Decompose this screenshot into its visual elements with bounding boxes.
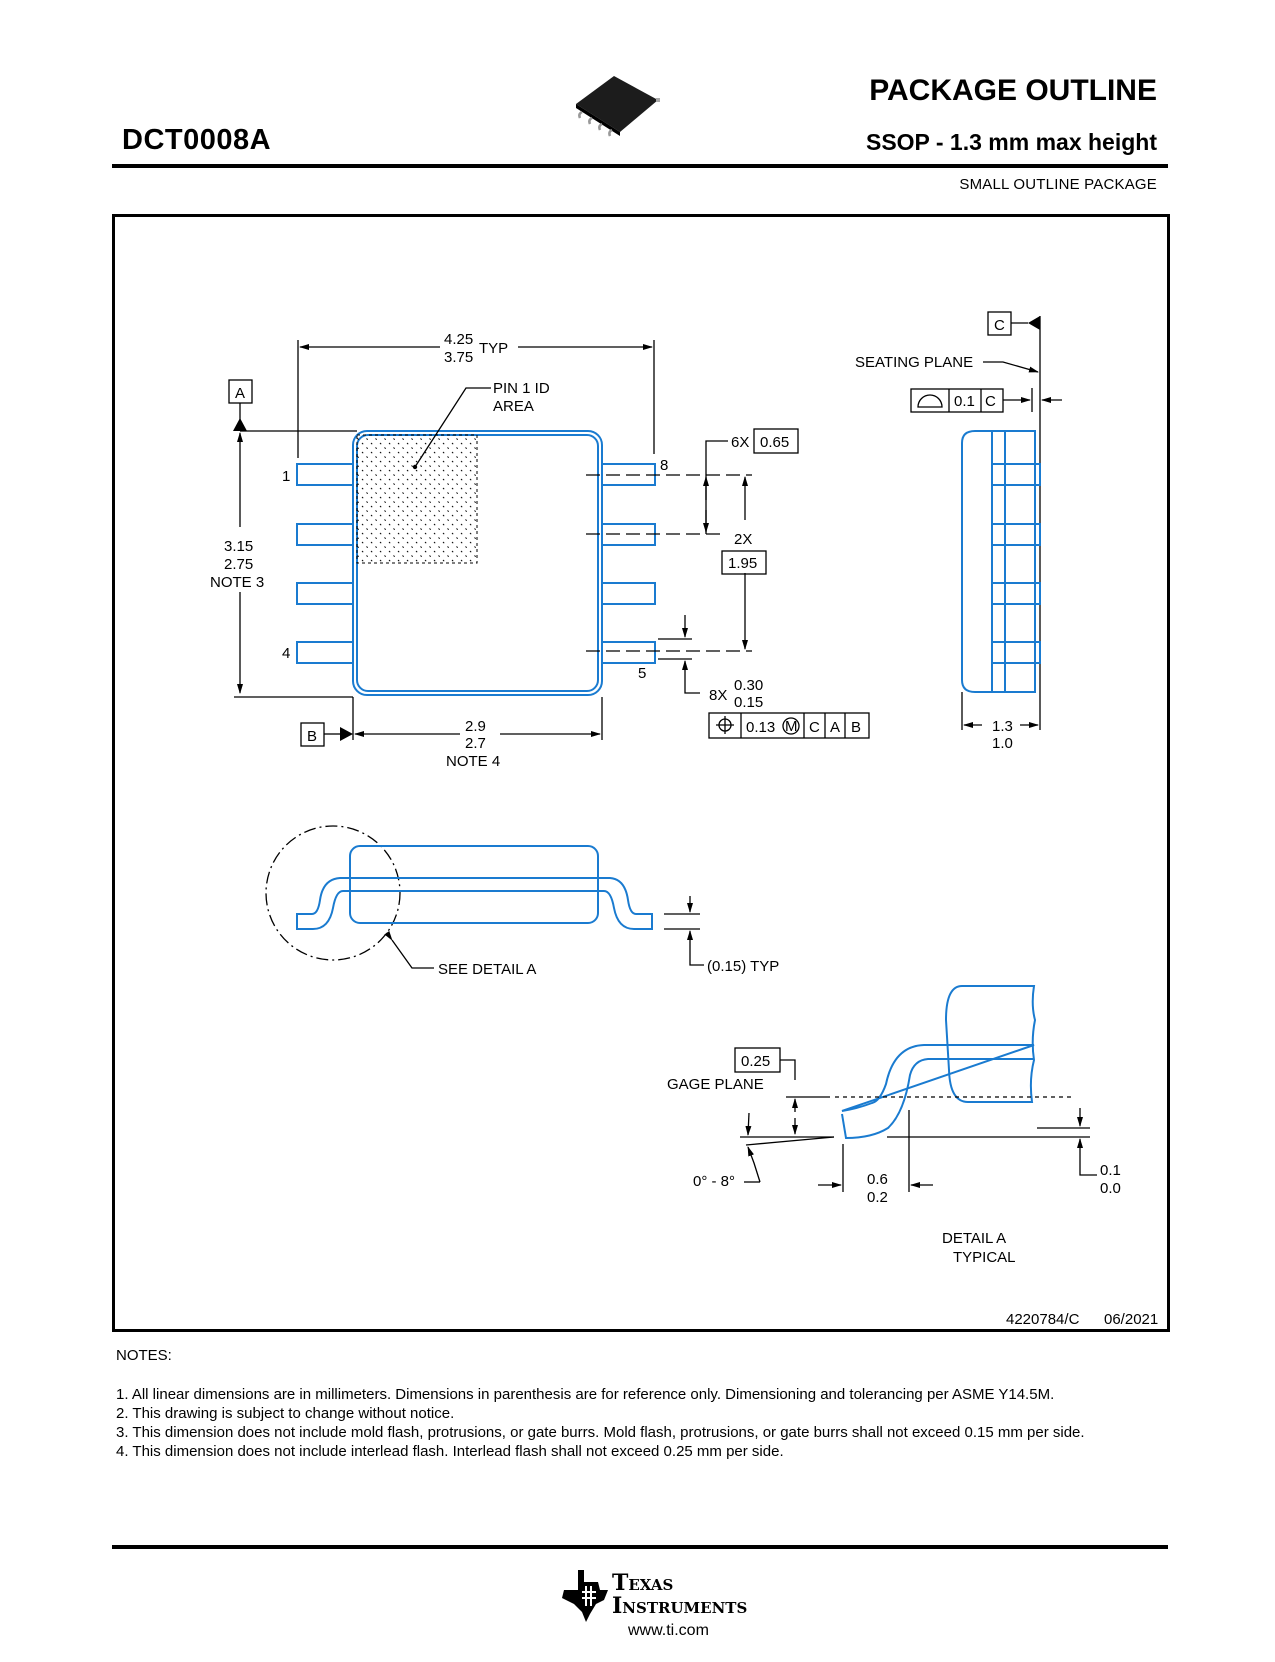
datum-b-label: B [307,728,317,745]
document-subtitle: SSOP - 1.3 mm max height [865,129,1157,155]
body-width-max: 2.9 [465,718,486,735]
lead-width-max: 0.30 [734,677,763,694]
note-item-3: 3. This dimension does not include mold … [116,1424,1085,1441]
position-datum-3: B [851,719,861,736]
datum-a-label: A [235,385,245,402]
side-body-outline [961,430,1036,693]
standoff-min: 0.0 [1100,1180,1121,1197]
overall-width-suffix: TYP [479,340,508,357]
drawing-number: 4220784/C [1006,1311,1080,1328]
body-width-min: 2.7 [465,735,486,752]
height-min: 1.0 [992,735,1013,752]
overall-width-max: 4.25 [444,331,473,348]
body-width-note: NOTE 4 [446,753,500,770]
texas-instruments-logo-icon [562,1570,608,1622]
position-tolerance-frame: 0.13 M C A B [708,712,870,739]
ti-brand-line1: Texas [612,1570,674,1596]
lead-thickness-label: (0.15) TYP [707,958,779,975]
drawing-frame [112,214,1170,1332]
footer-rule [112,1545,1168,1549]
pin1-id-area [356,434,478,564]
gage-plane-label: GAGE PLANE [667,1076,764,1093]
foot-length-min: 0.2 [867,1189,888,1206]
end-body-outline [349,845,599,924]
position-tolerance-modifier: M [785,718,798,735]
lead-profile [296,877,653,930]
mmc-modifier-icon [782,717,800,735]
note-item-1: 1. All linear dimensions are in millimet… [116,1386,1055,1403]
span-value-box [721,550,767,575]
side-view: C SEATING PLANE 0.1 C 1. [855,311,1062,752]
pitch-value: 0.65 [760,434,789,451]
span-value: 1.95 [728,555,757,572]
top-view: 4.25 3.75 TYP PIN 1 ID AREA A 3.15 2.75 … [210,331,870,770]
end-view: SEE DETAIL A (0.15) TYP [265,825,779,978]
height-max: 1.3 [992,718,1013,735]
detail-a-title: DETAIL A [942,1230,1006,1247]
position-datum-1: C [809,719,820,736]
standoff-max: 0.1 [1100,1162,1121,1179]
see-detail-a-label: SEE DETAIL A [438,961,536,978]
seating-plane-label: SEATING PLANE [855,354,973,371]
body-length-note: NOTE 3 [210,574,264,591]
right-leads [601,463,656,664]
position-tolerance-value: 0.13 [746,719,775,736]
datum-c-label: C [994,317,1005,334]
notes-section: NOTES: 1. All linear dimensions are in m… [116,1346,1116,1461]
body-length-min: 2.75 [224,556,253,573]
detail-body [944,985,1037,1103]
position-datum-2: A [830,719,840,736]
notes-heading: NOTES: [116,1347,172,1364]
foot-length-max: 0.6 [867,1171,888,1188]
ti-brand-name: Texas Instruments [612,1572,747,1618]
gage-value: 0.25 [741,1053,770,1070]
detail-a: 0.25 GAGE PLANE 0° - 8° 0.6 0.2 0.1 0.0 … [667,985,1121,1266]
header-rule [112,164,1168,168]
flatness-datum: C [985,393,996,410]
pin-number-1: 1 [282,468,290,485]
ti-brand-line2: Instruments [612,1593,748,1619]
flatness-value: 0.1 [954,393,975,410]
angle-label: 0° - 8° [693,1173,735,1190]
flatness-frame: 0.1 C [910,388,1004,413]
pin-number-8: 8 [660,457,668,474]
pitch-count: 6X [731,434,749,451]
note-item-4: 4. This dimension does not include inter… [116,1443,784,1460]
pin-number-5: 5 [638,665,646,682]
detail-lead [841,1044,1035,1140]
span-count: 2X [734,531,752,548]
pin-number-4: 4 [282,645,290,662]
document-title: PACKAGE OUTLINE [869,74,1157,107]
lead-width-min: 0.15 [734,694,763,711]
detail-a-subtitle: TYPICAL [953,1249,1016,1266]
pin1-label-line2: AREA [493,398,534,415]
part-number: DCT0008A [122,124,272,156]
package-body-outer [352,430,603,696]
pin1-label-line1: PIN 1 ID [493,380,550,397]
note-item-2: 2. This drawing is subject to change wit… [116,1405,455,1422]
pitch-value-box [753,428,799,454]
overall-width-min: 3.75 [444,349,473,366]
profile-of-surface-icon [917,394,943,408]
package-type-label: SMALL OUTLINE PACKAGE [959,176,1157,193]
left-leads [296,463,354,664]
lead-width-count: 8X [709,687,727,704]
drawing-date: 06/2021 [1104,1311,1158,1328]
package-chip-icon [576,76,660,137]
detail-a-circle [265,825,401,961]
body-length-max: 3.15 [224,538,253,555]
ti-website-link[interactable]: www.ti.com [628,1622,709,1639]
